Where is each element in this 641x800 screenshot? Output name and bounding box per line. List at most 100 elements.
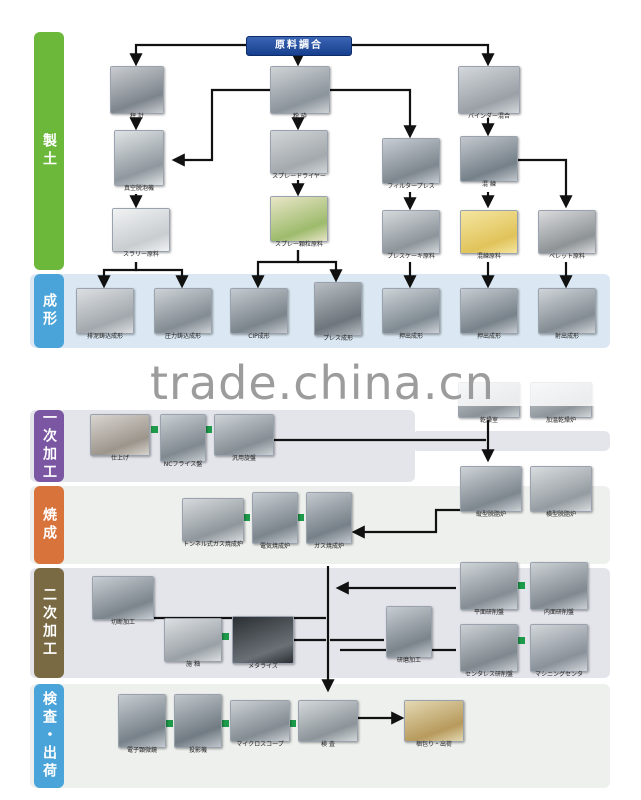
step-label-kanetsu: 加温乾燥炉 bbox=[545, 417, 576, 424]
step-photo-shashutsu bbox=[538, 288, 596, 334]
step-photo-tunnel bbox=[182, 498, 244, 542]
photo-image bbox=[183, 499, 243, 541]
stage-tab-niji: 二次加工 bbox=[34, 568, 64, 678]
photo-image bbox=[271, 131, 327, 173]
photo-image bbox=[233, 617, 293, 663]
photo-image bbox=[461, 211, 517, 253]
step-label-yoko: 横型脱脂炉 bbox=[545, 511, 576, 518]
step-photo-yoko bbox=[530, 466, 592, 512]
photo-image bbox=[111, 67, 163, 113]
photo-image bbox=[531, 563, 587, 609]
step-photo-kenma bbox=[386, 606, 432, 658]
step-label-heimen: 平面研削盤 bbox=[473, 609, 504, 616]
step-label-micro: マイクロスコープ bbox=[236, 741, 284, 748]
step-label-kansou: 乾燥室 bbox=[479, 417, 498, 424]
step-label-oshidashi2: 押出成形 bbox=[476, 333, 501, 340]
step-label-naiken: 内面研削盤 bbox=[543, 609, 574, 616]
step-label-setsudan: 切断加工 bbox=[110, 619, 135, 626]
step-label-denshi: 電子顕微鏡 bbox=[126, 747, 157, 754]
photo-image bbox=[383, 289, 439, 333]
step-photo-shiage bbox=[90, 414, 150, 456]
step-photo-toei bbox=[174, 694, 222, 748]
step-photo-funsai bbox=[270, 66, 330, 114]
step-photo-haisui bbox=[76, 288, 134, 334]
step-label-shiage: 仕上げ bbox=[110, 455, 129, 462]
step-photo-gas bbox=[306, 492, 352, 544]
step-photo-metallize bbox=[232, 616, 294, 664]
watermark-text: trade.china.cn bbox=[150, 356, 495, 410]
step-photo-seyu bbox=[164, 618, 222, 662]
step-photo-press bbox=[314, 282, 362, 336]
step-label-metallize: メタライズ bbox=[248, 663, 278, 670]
step-photo-kensa bbox=[298, 700, 358, 742]
step-label-denki: 電気焼成炉 bbox=[259, 543, 290, 550]
step-photo-cip bbox=[230, 288, 288, 334]
step-label-atsuryoku: 圧力鋳込成形 bbox=[164, 333, 201, 340]
photo-image bbox=[93, 577, 153, 619]
step-label-funsai: 粉 砕 bbox=[293, 113, 307, 120]
step-label-machining: マシニングセンタ bbox=[534, 671, 583, 678]
step-photo-sinku bbox=[114, 130, 164, 186]
step-label-spraymat: スプレー顆粒原料 bbox=[274, 241, 323, 248]
photo-image bbox=[231, 701, 289, 741]
photo-image bbox=[461, 467, 521, 511]
step-label-tate: 縦型脱脂炉 bbox=[475, 511, 506, 518]
photo-image bbox=[539, 211, 595, 253]
step-photo-hanyo bbox=[214, 414, 274, 456]
step-label-konren: 混 練 bbox=[482, 181, 496, 188]
step-label-filter: フィルタープレス bbox=[387, 183, 435, 190]
step-photo-setsudan bbox=[92, 576, 154, 620]
photo-image bbox=[405, 701, 463, 741]
step-label-spray: スプレードライヤー bbox=[272, 173, 326, 180]
stage-tab-seikei: 成形 bbox=[34, 274, 64, 348]
step-label-press: プレス成形 bbox=[322, 335, 353, 342]
step-label-sinku: 真空脱泡機 bbox=[123, 185, 154, 192]
step-photo-konren bbox=[460, 136, 518, 182]
step-photo-atsuryoku bbox=[154, 288, 212, 334]
photo-image bbox=[115, 131, 163, 185]
step-label-seyu: 施 釉 bbox=[186, 661, 200, 668]
photo-image bbox=[271, 67, 329, 113]
photo-image bbox=[461, 289, 517, 333]
step-label-pellet: ペレット原料 bbox=[548, 253, 585, 260]
step-label-slurry: スラリー原料 bbox=[122, 251, 159, 258]
step-label-kenma: 研磨加工 bbox=[396, 657, 421, 664]
step-photo-spraymat bbox=[270, 196, 328, 242]
step-photo-binder bbox=[458, 66, 520, 114]
step-label-konrenmat: 混練原料 bbox=[476, 253, 501, 260]
step-label-gas: ガス焼成炉 bbox=[313, 543, 344, 550]
step-photo-presscake bbox=[382, 210, 440, 254]
step-photo-naiken bbox=[530, 562, 588, 610]
step-label-cip: CIP成形 bbox=[248, 333, 270, 340]
step-label-konpou: 梱包り・出荷 bbox=[415, 741, 452, 748]
step-photo-slurry bbox=[112, 208, 170, 252]
step-label-shashutsu: 射出成形 bbox=[554, 333, 579, 340]
photo-image bbox=[113, 209, 169, 251]
step-photo-konpou bbox=[404, 700, 464, 742]
step-photo-machining bbox=[530, 624, 588, 672]
step-label-oshidashi1: 押出成形 bbox=[398, 333, 423, 340]
step-photo-tate bbox=[460, 466, 522, 512]
photo-image bbox=[383, 139, 439, 183]
step-photo-oshidashi2 bbox=[460, 288, 518, 334]
step-photo-centerless bbox=[460, 624, 518, 672]
photo-image bbox=[461, 563, 517, 609]
photo-image bbox=[307, 493, 351, 543]
step-photo-denshi bbox=[118, 694, 166, 748]
photo-image bbox=[459, 67, 519, 113]
band-ichiji-arm bbox=[412, 431, 610, 451]
step-label-haki: 秤 計 bbox=[130, 113, 144, 120]
photo-image bbox=[175, 695, 221, 747]
photo-image bbox=[461, 625, 517, 671]
photo-image bbox=[539, 289, 595, 333]
step-photo-pellet bbox=[538, 210, 596, 254]
photo-image bbox=[165, 619, 221, 661]
photo-image bbox=[531, 467, 591, 511]
root-node-raw-mixing: 原料調合 bbox=[246, 36, 352, 56]
step-label-hanyo: 汎用旋盤 bbox=[231, 455, 256, 462]
photo-image bbox=[119, 695, 165, 747]
step-photo-filter bbox=[382, 138, 440, 184]
photo-image bbox=[215, 415, 273, 455]
stage-tab-seido: 製土 bbox=[34, 32, 64, 270]
